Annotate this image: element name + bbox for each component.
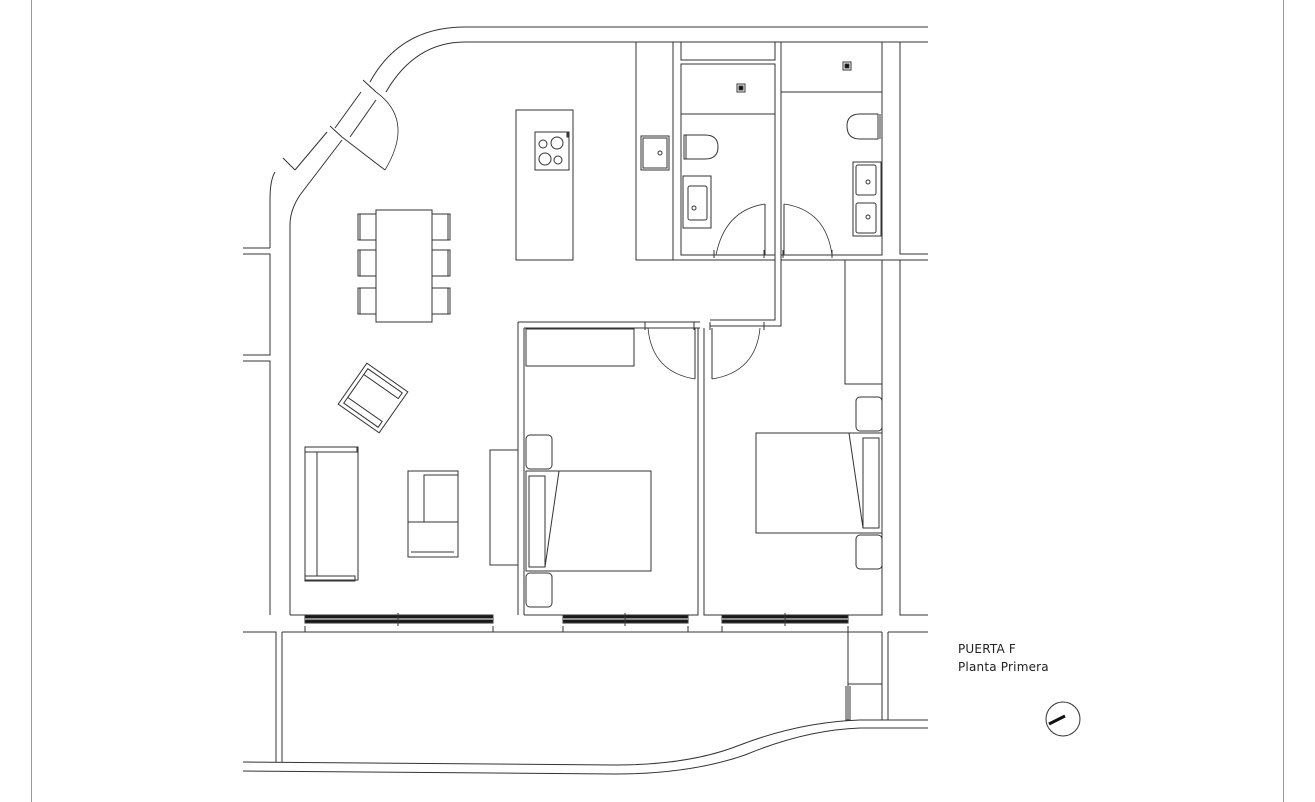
window-bedroom-1 <box>562 613 689 632</box>
window-living <box>304 613 494 632</box>
kitchen-counter <box>635 41 674 261</box>
chairs-right <box>431 213 451 315</box>
floor-label: Planta Primera <box>958 660 1049 674</box>
toilet-2 <box>846 113 881 140</box>
page-frame-left <box>31 0 32 802</box>
bedroom-1 <box>524 322 699 616</box>
washbasin-1 <box>682 175 712 229</box>
tv-console <box>489 449 519 566</box>
bedroom-2 <box>703 259 883 616</box>
bathroom-1 <box>680 41 776 258</box>
dining-table <box>357 209 451 323</box>
bathroom-2 <box>780 41 883 258</box>
title-block: PUERTA F Planta Primera <box>958 640 1049 676</box>
balcony-door <box>329 79 399 171</box>
armchair <box>407 470 459 558</box>
page-frame-right <box>1283 0 1284 802</box>
window-bedroom-2 <box>721 613 849 632</box>
terrace <box>242 631 928 775</box>
windows <box>304 613 849 632</box>
double-washbasin <box>852 161 882 237</box>
exterior-walls <box>243 26 928 762</box>
armchair-rotated <box>337 362 409 434</box>
unit-label: PUERTA F <box>958 642 1016 656</box>
toilet-1 <box>683 134 719 160</box>
north-arrow-icon <box>1045 701 1081 737</box>
kitchen-island <box>515 109 574 261</box>
sofa <box>304 446 359 582</box>
chairs-left <box>357 213 377 315</box>
corridor-walls <box>517 255 900 615</box>
